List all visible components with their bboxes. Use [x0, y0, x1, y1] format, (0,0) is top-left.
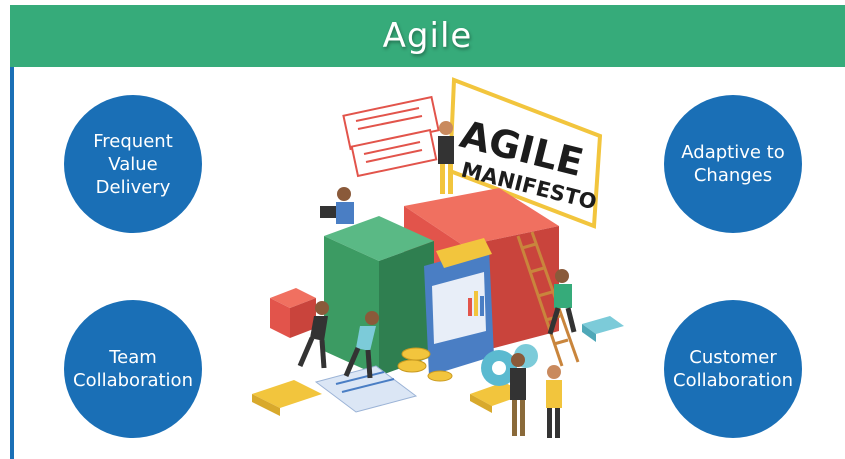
- person-climbing: [547, 269, 577, 335]
- circle-label: Frequent Value Delivery: [93, 130, 173, 198]
- teal-tile: [582, 316, 624, 334]
- slide-title: Agile: [382, 16, 473, 56]
- document-sheets: [342, 95, 440, 178]
- circle-team-collaboration: Team Collaboration: [64, 300, 202, 438]
- person-bottom-2: [546, 365, 562, 438]
- circle-label: Adaptive to Changes: [681, 142, 785, 186]
- coins: [397, 347, 453, 382]
- agile-manifesto-sign: AGILE MANIFESTO: [447, 77, 603, 229]
- agile-manifesto-illustration: AGILE MANIFESTO: [252, 77, 624, 438]
- circle-adaptive-to-changes: Adaptive to Changes: [664, 95, 802, 233]
- small-red-cube: [270, 288, 316, 338]
- blue-panel: [424, 238, 494, 376]
- person-standing-top: [438, 121, 454, 194]
- bar-icon: [468, 298, 472, 316]
- circle-frequent-value-delivery: Frequent Value Delivery: [64, 95, 202, 233]
- gear-icon: [481, 344, 538, 386]
- circle-label: Customer Collaboration: [673, 347, 793, 391]
- person-bottom-1: [510, 353, 526, 436]
- person-pushing-2: [343, 311, 379, 379]
- paper-document: [314, 365, 418, 413]
- left-accent-rule: [10, 67, 14, 459]
- circle-label: Team Collaboration: [73, 347, 193, 391]
- circle-customer-collaboration: Customer Collaboration: [664, 300, 802, 438]
- person-pushing-1: [297, 301, 329, 369]
- person-laptop: [320, 187, 354, 224]
- title-bar: Agile: [10, 5, 845, 67]
